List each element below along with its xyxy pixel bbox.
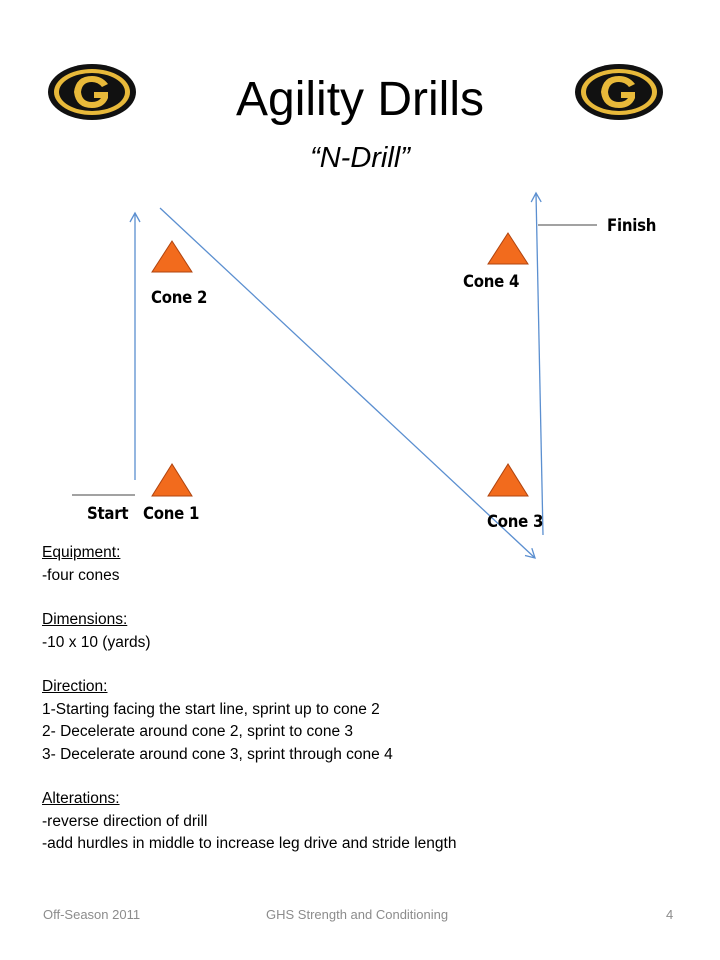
dimensions-line: -10 x 10 (yards) [42,633,151,651]
arrow-up-through-cone4 [530,191,544,536]
page-subtitle: “N-Drill” [310,142,410,174]
direction-heading: Direction: [42,678,108,695]
cone-2-label: Cone 2 [151,288,208,308]
footer-organization: GHS Strength and Conditioning [266,907,449,922]
direction-line-2: 2- Decelerate around cone 2, sprint to c… [42,723,354,740]
footer-date: Off-Season 2011 [43,907,141,922]
page-title: Agility Drills [235,73,484,126]
cone-1-label: Cone 1 [143,504,200,524]
arrow-diagonal-to-cone3 [159,207,536,559]
alterations-heading: Alterations: [42,790,120,807]
g-logo-left-icon [46,62,138,122]
equipment-line: -four cones [42,566,120,584]
direction-line-3: 3- Decelerate around cone 3, sprint thro… [42,745,393,763]
equipment-heading: Equipment: [42,544,121,561]
direction-line-1: 1-Starting facing the start line, sprint… [42,700,380,718]
cone-1-icon [151,463,193,497]
drill-details: Equipment: -four cones Dimensions: -10 x… [42,542,682,856]
cone-3-label: Cone 3 [487,512,544,532]
g-logo-right-icon [573,62,665,122]
start-label: Start [87,504,129,524]
cone-3-icon [487,463,529,497]
cone-4-icon [487,232,529,265]
alterations-line-1: -reverse direction of drill [42,812,208,830]
dimensions-heading: Dimensions: [42,611,128,628]
cone-4-label: Cone 4 [463,272,520,292]
finish-label: Finish [607,216,657,236]
footer-page-number: 4 [666,907,674,922]
alterations-line-2: -add hurdles in middle to increase leg d… [42,835,457,852]
cone-2-icon [151,240,193,273]
